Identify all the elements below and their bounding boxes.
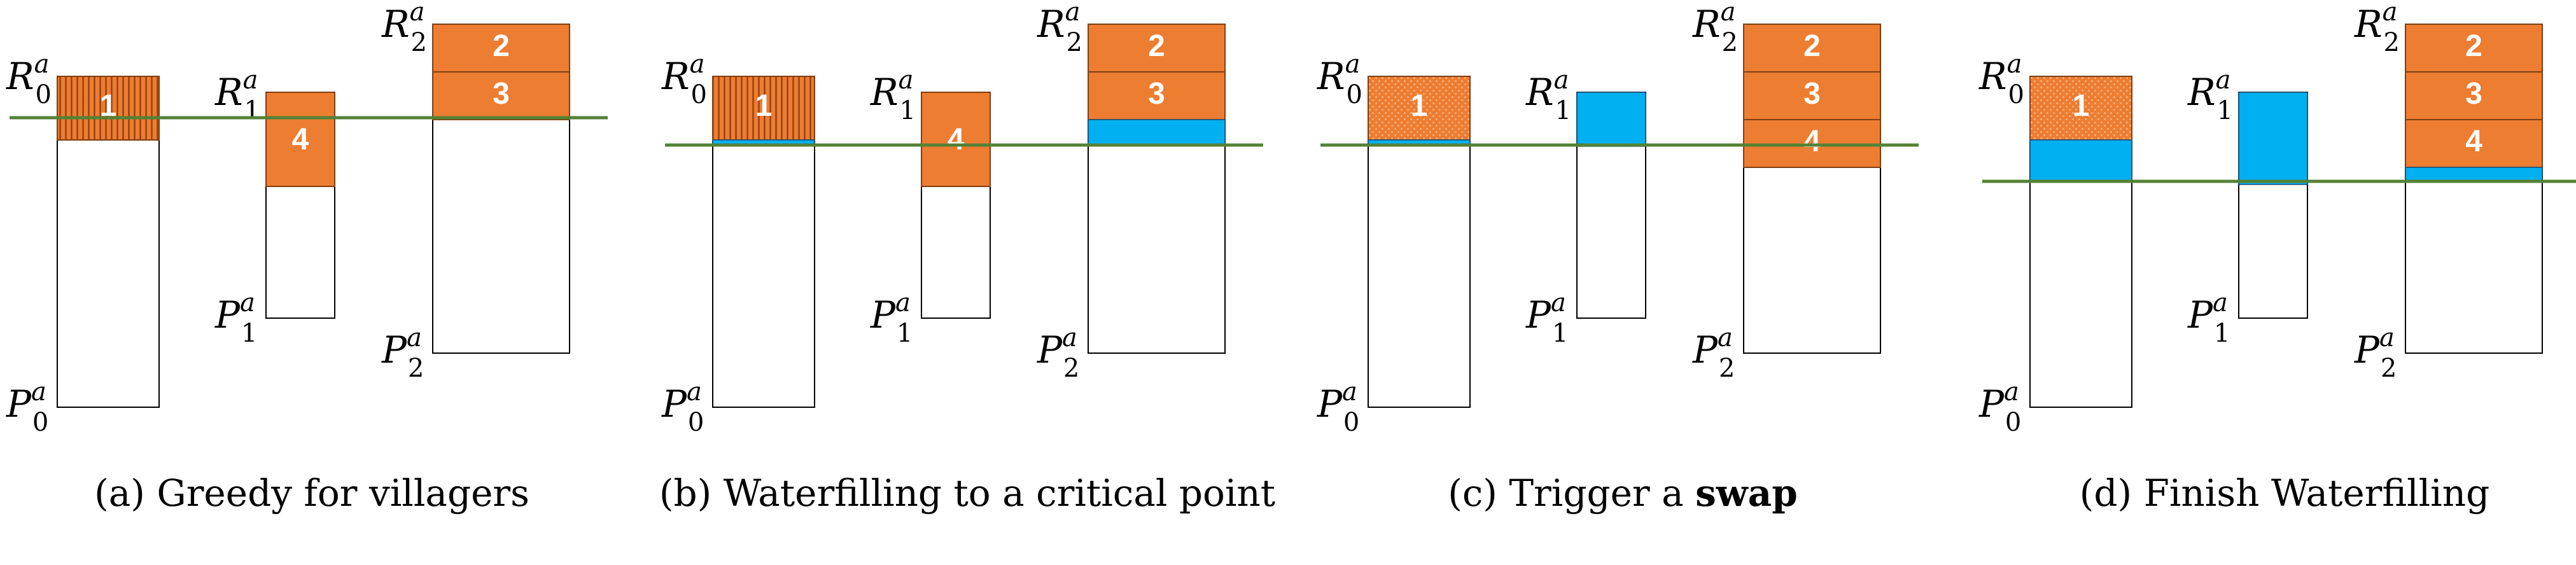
water-fill	[1576, 92, 1646, 147]
job-block-1	[57, 76, 160, 141]
job-block-3	[432, 71, 570, 120]
job-label-4: 4	[948, 123, 965, 157]
job-block-3	[1088, 71, 1226, 120]
job-block-2	[2405, 24, 2543, 73]
job-block-2	[1743, 24, 1881, 73]
job-label-4: 4	[1803, 125, 1821, 158]
job-label-2: 2	[2465, 29, 2482, 63]
job-block-3	[1743, 71, 1881, 120]
job-label-2: 2	[1148, 29, 1165, 63]
caption: (c) Trigger a swap	[1448, 471, 1798, 515]
caption: (a) Greedy for villagers	[94, 471, 529, 515]
water-fill	[1088, 119, 1226, 146]
job-label-4: 4	[292, 123, 309, 157]
job-label-1: 1	[755, 89, 773, 123]
caption: (d) Finish Waterfilling	[2080, 471, 2489, 515]
job-block-1	[2029, 76, 2132, 141]
water-fill	[2029, 139, 2132, 182]
job-label-2: 2	[493, 29, 510, 63]
job-label-1: 1	[2073, 89, 2090, 123]
job-label-3: 3	[1803, 77, 1821, 111]
job-label-3: 3	[1148, 77, 1165, 111]
job-block-4	[921, 92, 991, 187]
job-label-3: 3	[2465, 77, 2482, 111]
water-fill	[2238, 92, 2308, 185]
job-block-4	[265, 92, 335, 187]
job-label-3: 3	[493, 77, 510, 111]
job-label-4: 4	[2465, 125, 2482, 158]
water-fill	[2405, 167, 2543, 182]
caption: (b) Waterfilling to a critical point	[659, 471, 1275, 515]
job-block-2	[1088, 24, 1226, 73]
job-block-4	[2405, 119, 2543, 168]
job-label-2: 2	[1803, 29, 1821, 63]
job-label-1: 1	[1411, 89, 1428, 123]
